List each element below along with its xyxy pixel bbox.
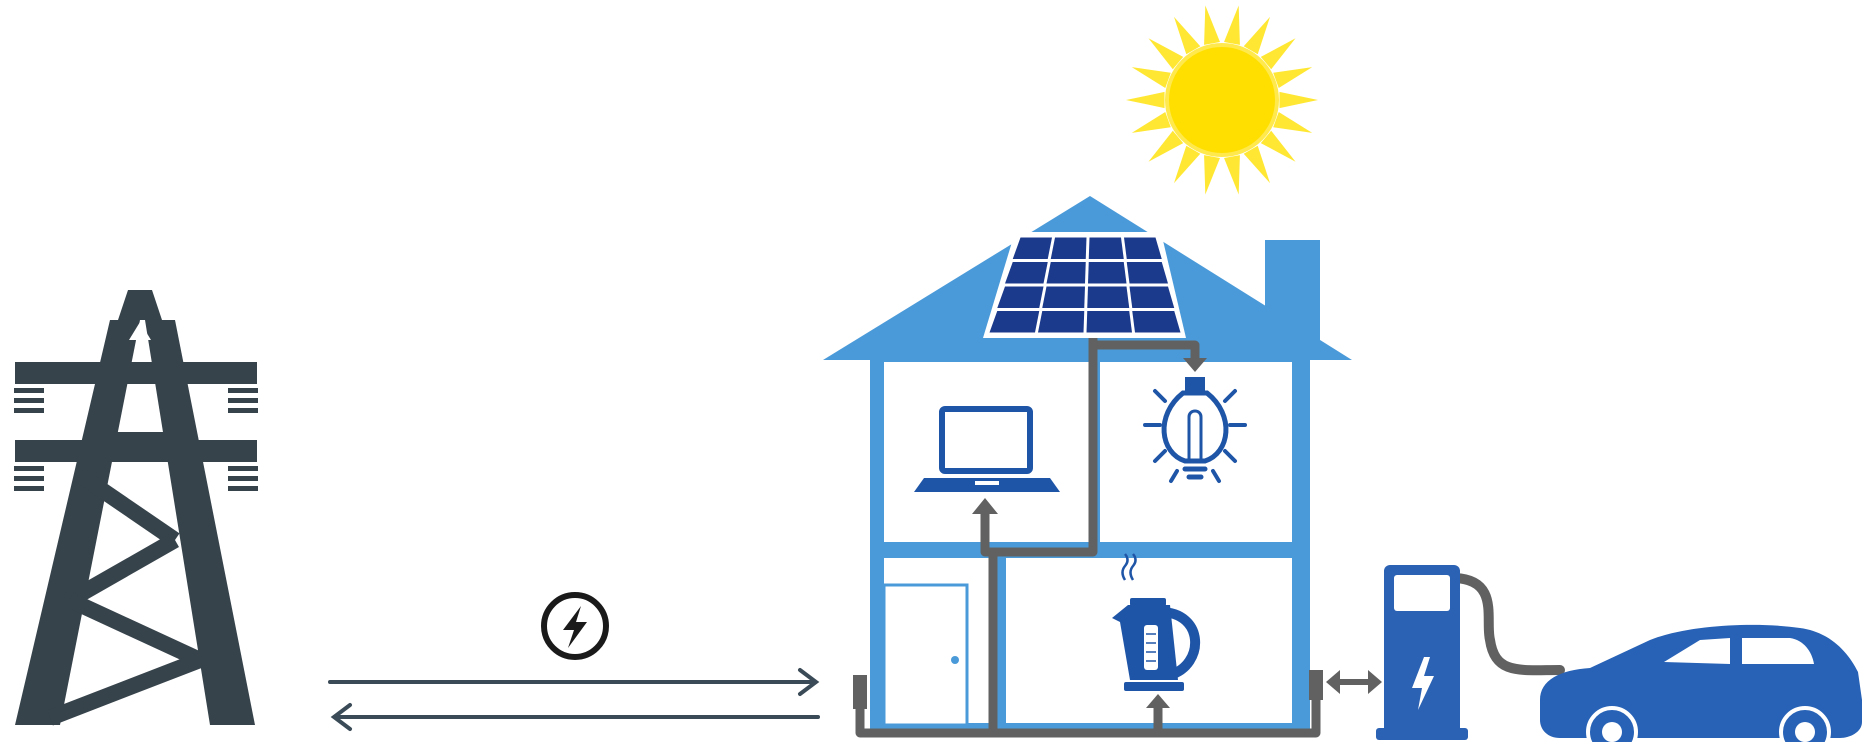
sun-ray	[1260, 38, 1296, 70]
solar-cell	[1012, 237, 1052, 259]
solar-cell	[1087, 286, 1130, 308]
solar-cell	[1086, 311, 1132, 333]
export-arrow	[330, 703, 820, 731]
solar-panel-icon	[983, 232, 1186, 338]
solar-cell	[1088, 237, 1124, 259]
sun-ray	[1260, 130, 1296, 162]
power-lines	[855, 338, 1321, 738]
door	[882, 583, 969, 727]
sun-ray	[1148, 38, 1184, 70]
kettle-icon	[1112, 553, 1200, 691]
sun-ray	[1126, 91, 1165, 109]
grid-exchange	[328, 592, 820, 731]
lightning-circle-icon	[541, 592, 609, 660]
solar-cell	[989, 311, 1040, 333]
sun-ray	[1148, 130, 1184, 162]
solar-cell	[1038, 311, 1085, 333]
import-arrow	[328, 668, 820, 696]
pylon-icon	[14, 290, 258, 726]
sun-ray	[1174, 16, 1201, 55]
sun-ray	[1279, 91, 1318, 109]
solar-cell	[1124, 237, 1162, 259]
solar-cell	[1046, 262, 1086, 284]
sun-icon	[1126, 5, 1318, 195]
solar-cell	[1088, 262, 1127, 284]
solar-cell	[1126, 262, 1168, 284]
right-connector	[1309, 670, 1323, 700]
sun-ray	[1131, 112, 1171, 133]
solar-cell	[1005, 262, 1048, 284]
sun-ray	[1204, 155, 1220, 195]
sun-ray	[1224, 155, 1240, 195]
sun-ray	[1174, 145, 1201, 184]
bidirectional-arrow	[1326, 670, 1382, 694]
sun-ray	[1204, 5, 1220, 45]
laptop-icon	[914, 406, 1060, 492]
solar-cell	[1042, 286, 1085, 308]
solar-cell	[1050, 237, 1087, 259]
sun-ray	[1273, 112, 1313, 133]
sun-ray	[1131, 67, 1171, 88]
solar-cell	[997, 286, 1044, 308]
car-icon	[1540, 624, 1862, 742]
arrow-to-kettle	[1146, 694, 1170, 708]
left-connector	[853, 675, 867, 709]
light-bulb-icon	[1143, 377, 1247, 483]
ev-charger-icon	[1376, 565, 1565, 740]
sun-ray	[1243, 16, 1270, 55]
solar-cell	[1132, 311, 1181, 333]
arrow-to-bulb	[1183, 358, 1207, 372]
sun-ray	[1243, 145, 1270, 184]
solar-cell	[1129, 286, 1175, 308]
arrow-to-laptop	[972, 498, 998, 514]
sun-ray	[1273, 67, 1313, 88]
sun-ray	[1224, 5, 1240, 45]
